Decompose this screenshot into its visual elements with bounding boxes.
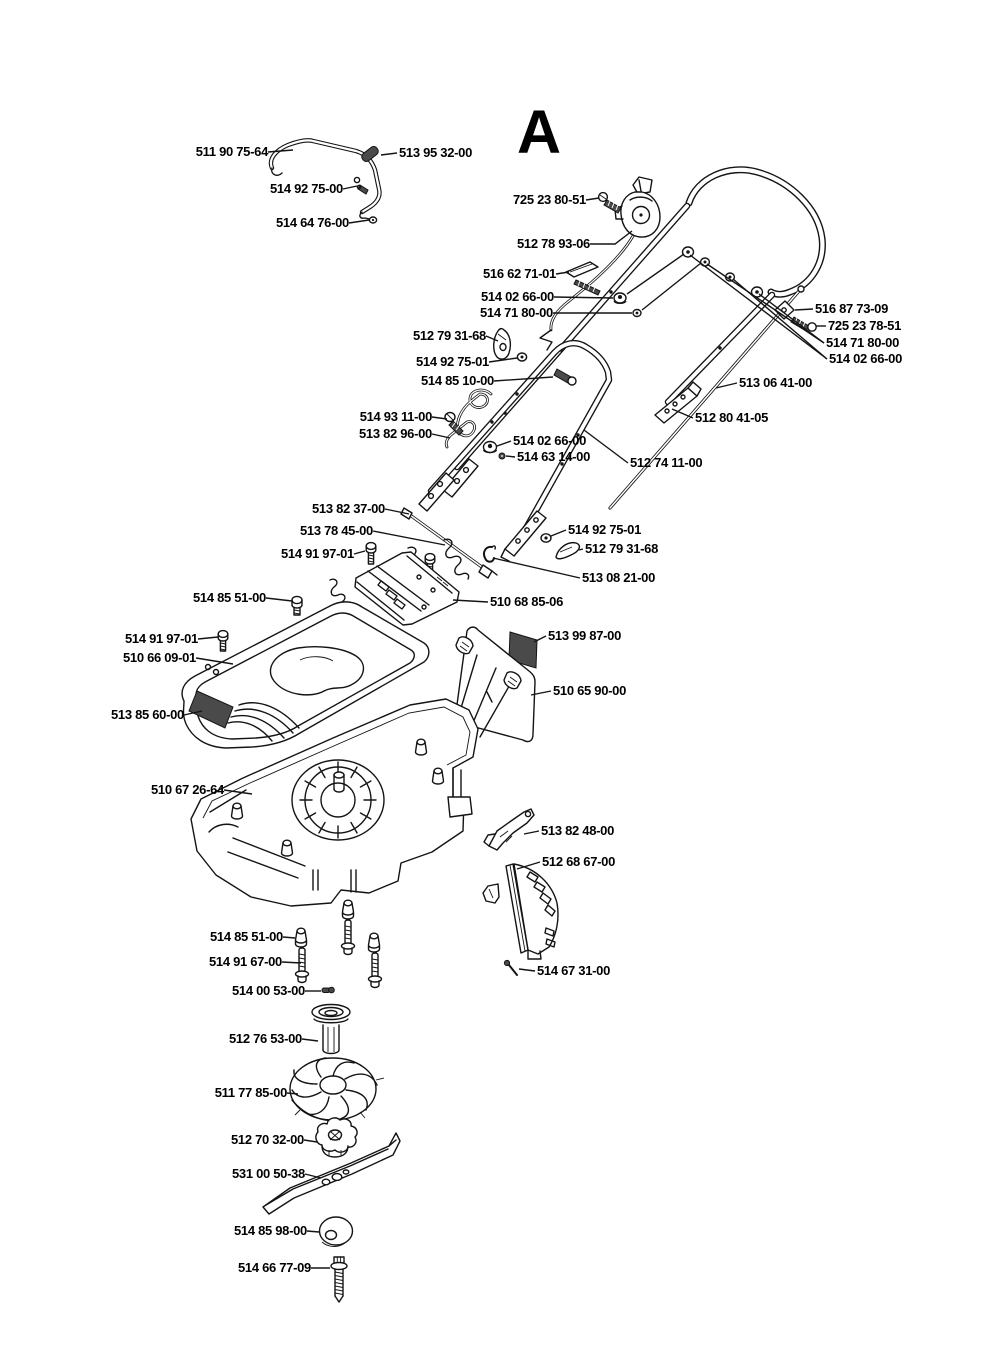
lower-handlebar-512-74-11 [418, 339, 613, 562]
part-label: 514 02 66-00 [513, 432, 587, 448]
bolt-514-91-67 [294, 947, 310, 984]
nut-514-92-75-a [516, 352, 528, 362]
blade-531-00-50 [262, 1132, 401, 1215]
part-label: 514 91 97-01 [280, 545, 354, 561]
part-label: 514 85 10-00 [420, 372, 494, 388]
bolt-514-91-97-b [217, 629, 229, 652]
fan-511-77-85 [289, 1057, 385, 1122]
part-label: 725 23 78-51 [828, 317, 902, 333]
part-label: 514 71 80-00 [826, 334, 900, 350]
part-label: 511 77 85-00 [214, 1084, 288, 1100]
part-label: 512 78 93-06 [516, 235, 590, 251]
part-label: 516 87 73-09 [815, 300, 889, 316]
pin-514-85-10 [553, 368, 577, 386]
part-label: 514 63 14-00 [517, 448, 591, 464]
part-label: 513 82 96-00 [358, 425, 432, 441]
washer-514-85-98 [318, 1216, 354, 1247]
bolt-514-66-77 [330, 1256, 348, 1303]
cap-512-76-53 [311, 1003, 351, 1055]
screw-514-67-31 [503, 959, 518, 976]
part-label: 514 93 11-00 [359, 408, 433, 424]
rod-513-06-41 [608, 285, 817, 510]
part-label: 725 23 80-51 [512, 191, 586, 207]
bolt-514-85-51-a [291, 595, 303, 616]
knob-512-79-31-b [555, 541, 581, 560]
bolt-column [294, 899, 383, 989]
part-label: 514 91 67-00 [208, 953, 282, 969]
cable-guide-wire [268, 138, 382, 221]
tube-end-plate [442, 458, 479, 498]
knob-512-79-31-a [493, 327, 512, 360]
part-label: 513 08 21-00 [582, 569, 656, 585]
nut-cluster [681, 246, 764, 298]
clip-513-08-21 [482, 545, 496, 563]
part-label: 513 85 60-00 [110, 706, 184, 722]
screw-725-23-80-51 [597, 191, 622, 214]
part-label: 513 06 41-00 [739, 374, 813, 390]
clamp-wire-513-82-96 [444, 388, 493, 449]
part-label: 512 70 32-00 [230, 1131, 304, 1147]
bolt-514-91-97-a [365, 541, 377, 565]
part-label: 513 82 48-00 [541, 822, 615, 838]
part-label: 514 91 97-01 [124, 630, 198, 646]
part-label: 510 65 90-00 [553, 682, 627, 698]
part-label: 510 68 85-06 [490, 593, 564, 609]
label-patch-513-85-60 [188, 690, 234, 729]
part-label: 514 85 51-00 [192, 589, 266, 605]
part-label: 514 66 77-09 [237, 1259, 311, 1275]
top-cover-510-66-09 [181, 601, 430, 749]
part-label: 514 92 75-00 [269, 180, 343, 196]
part-label: 512 79 31-68 [585, 540, 659, 556]
part-label: 514 71 80-00 [479, 304, 553, 320]
screw-514-93-11 [444, 411, 464, 436]
bracket-516-62-71 [565, 261, 601, 296]
fastener-set-514-92-75 [353, 176, 369, 195]
part-label: 514 85 51-00 [209, 928, 283, 944]
part-label: 514 67 31-00 [537, 962, 611, 978]
part-label: 514 92 75-01 [415, 353, 489, 369]
part-label: 514 64 76-00 [275, 214, 349, 230]
guard-512-68-67 [482, 863, 559, 960]
part-label: 514 85 98-00 [233, 1222, 307, 1238]
part-label: 513 99 87-00 [548, 627, 622, 643]
part-label: 511 90 75-64 [195, 143, 269, 159]
part-label: 512 74 11-00 [630, 454, 703, 470]
part-label: 514 02 66-00 [480, 288, 554, 304]
label-patch-513-99-87 [508, 631, 538, 669]
part-label: 512 68 67-00 [542, 853, 616, 869]
pin-513-95-32 [361, 146, 379, 162]
part-label: 516 62 71-01 [482, 265, 556, 281]
nut-514-63-14 [498, 452, 506, 460]
deflector-510-65-90 [454, 626, 536, 743]
nut-514-02-66-b [482, 440, 498, 454]
part-label: 513 82 37-00 [311, 500, 385, 516]
nut-514-92-75-b [540, 533, 552, 543]
throttle-control [539, 176, 661, 351]
figure-section-letter: A [517, 98, 562, 166]
long-bolt [340, 919, 356, 956]
part-label: 514 00 53-00 [231, 982, 305, 998]
part-label: 513 95 32-00 [399, 144, 473, 160]
nut-514-71-80-a [632, 308, 642, 318]
nut-514-02-66-a [613, 292, 627, 305]
screw-725-23-78 [790, 316, 810, 332]
part-label: 514 92 75-01 [568, 521, 642, 537]
part-label: 531 00 50-38 [231, 1165, 305, 1181]
part-label: 512 79 31-68 [412, 327, 486, 343]
hub-512-70-32 [315, 1117, 358, 1158]
part-label: 514 02 66-00 [829, 350, 903, 366]
part-label: 512 80 41-05 [695, 409, 769, 425]
part-label: 513 78 45-00 [299, 522, 373, 538]
part-label: 510 67 26-64 [150, 781, 224, 797]
pin-514-00-53 [321, 986, 335, 994]
nut-514-64-76 [368, 216, 378, 224]
part-label: 512 76 53-00 [228, 1030, 302, 1046]
part-label: 510 66 09-01 [122, 649, 196, 665]
bracket-513-82-48 [483, 808, 535, 851]
